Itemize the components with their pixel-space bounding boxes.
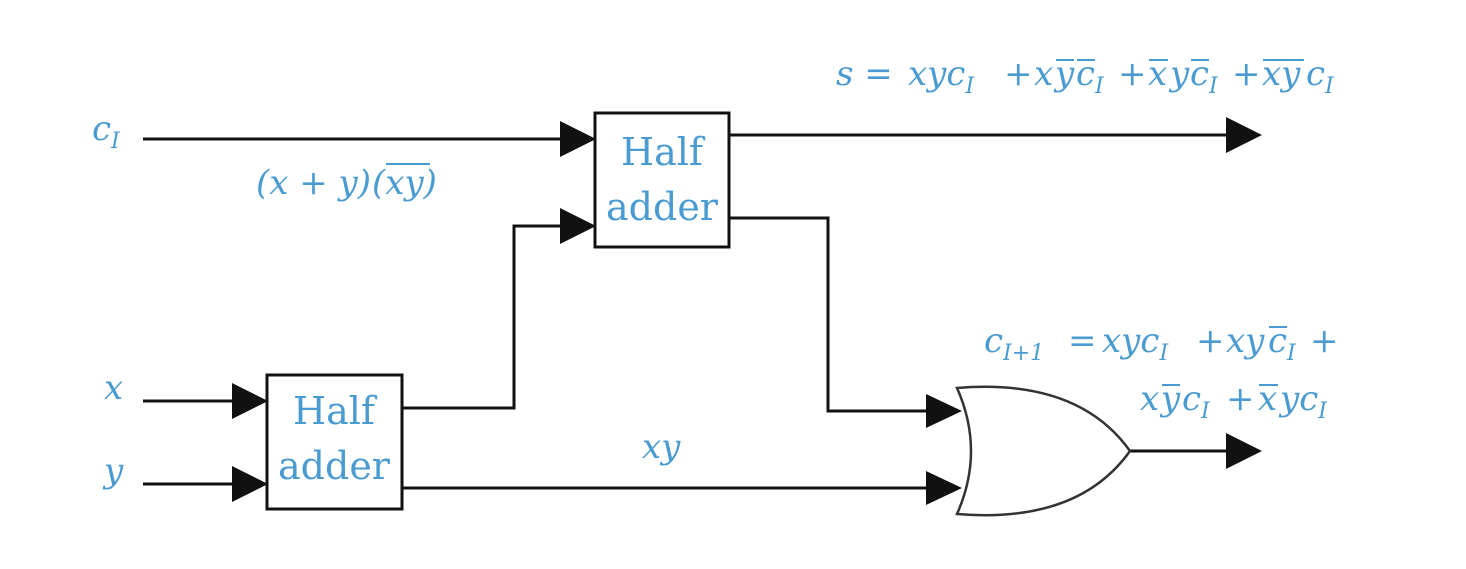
svg-text:cI+1: cI+1 — [984, 321, 1044, 366]
svg-text:+: + — [1226, 379, 1255, 419]
svg-text:y: y — [1159, 379, 1181, 419]
label-and-wire: xy — [642, 427, 681, 467]
half-adder-1-line1: Half — [293, 389, 378, 433]
svg-text:s =: s = — [836, 54, 893, 94]
arrow-c-to-ha2 — [560, 121, 596, 157]
svg-text:y: y — [1053, 54, 1075, 94]
svg-text:(xy): (xy) — [372, 163, 437, 203]
half-adder-2 — [593, 111, 731, 249]
half-adder-1 — [265, 373, 404, 511]
or-gate — [955, 385, 1132, 517]
svg-text:(x + y): (x + y) — [256, 163, 371, 203]
half-adder-2-line1: Half — [621, 130, 706, 174]
arrow-carry-output — [1226, 433, 1262, 469]
arrow-ha2-to-or — [926, 394, 962, 428]
arrow-x-to-ha1 — [232, 383, 268, 419]
svg-text:xycI: xycI — [908, 54, 975, 99]
svg-text:cI: cI — [1182, 379, 1211, 424]
svg-text:cI: cI — [1190, 54, 1219, 99]
svg-text:cI: cI — [1076, 54, 1105, 99]
svg-text:+: + — [1196, 321, 1225, 361]
arrow-y-to-ha1 — [232, 466, 268, 502]
svg-text:+: + — [1310, 321, 1339, 361]
svg-text:xy: xy — [1226, 321, 1265, 361]
half-adder-2-line2: adder — [606, 185, 719, 229]
svg-text:x: x — [1140, 379, 1159, 419]
svg-text:cI: cI — [1268, 321, 1297, 366]
label-y-input: y — [102, 451, 124, 491]
arrow-ha1-to-ha2 — [560, 208, 596, 244]
svg-text:x: x — [1258, 379, 1277, 419]
svg-text:x: x — [1148, 54, 1167, 94]
carry-expression: cI+1 = xycI + xy cI + x y cI + x ycI — [984, 321, 1339, 424]
svg-text:ycI: ycI — [1278, 379, 1328, 424]
half-adder-1-line2: adder — [278, 444, 391, 488]
svg-text:xycI: xycI — [1102, 321, 1169, 366]
sum-expression: s = xycI + x y cI + x y cI + xy cI — [836, 54, 1335, 99]
svg-text:+: + — [1004, 54, 1033, 94]
label-xor-wire: (x + y) (xy) — [256, 163, 437, 203]
svg-text:cI: cI — [1306, 54, 1335, 99]
svg-text:y: y — [1168, 54, 1190, 94]
svg-text:+: + — [1232, 54, 1261, 94]
svg-text:cI: cI — [92, 109, 121, 154]
label-x-input: x — [104, 368, 123, 408]
svg-text:x: x — [1034, 54, 1053, 94]
label-c-input: cI — [92, 109, 121, 154]
arrow-ha1-to-or — [926, 471, 962, 505]
wire-ha2-carry — [729, 216, 930, 413]
arrow-sum-output — [1226, 117, 1262, 153]
svg-text:+: + — [1118, 54, 1147, 94]
wire-ha1-sum — [402, 224, 560, 410]
svg-text:=: = — [1068, 321, 1097, 361]
